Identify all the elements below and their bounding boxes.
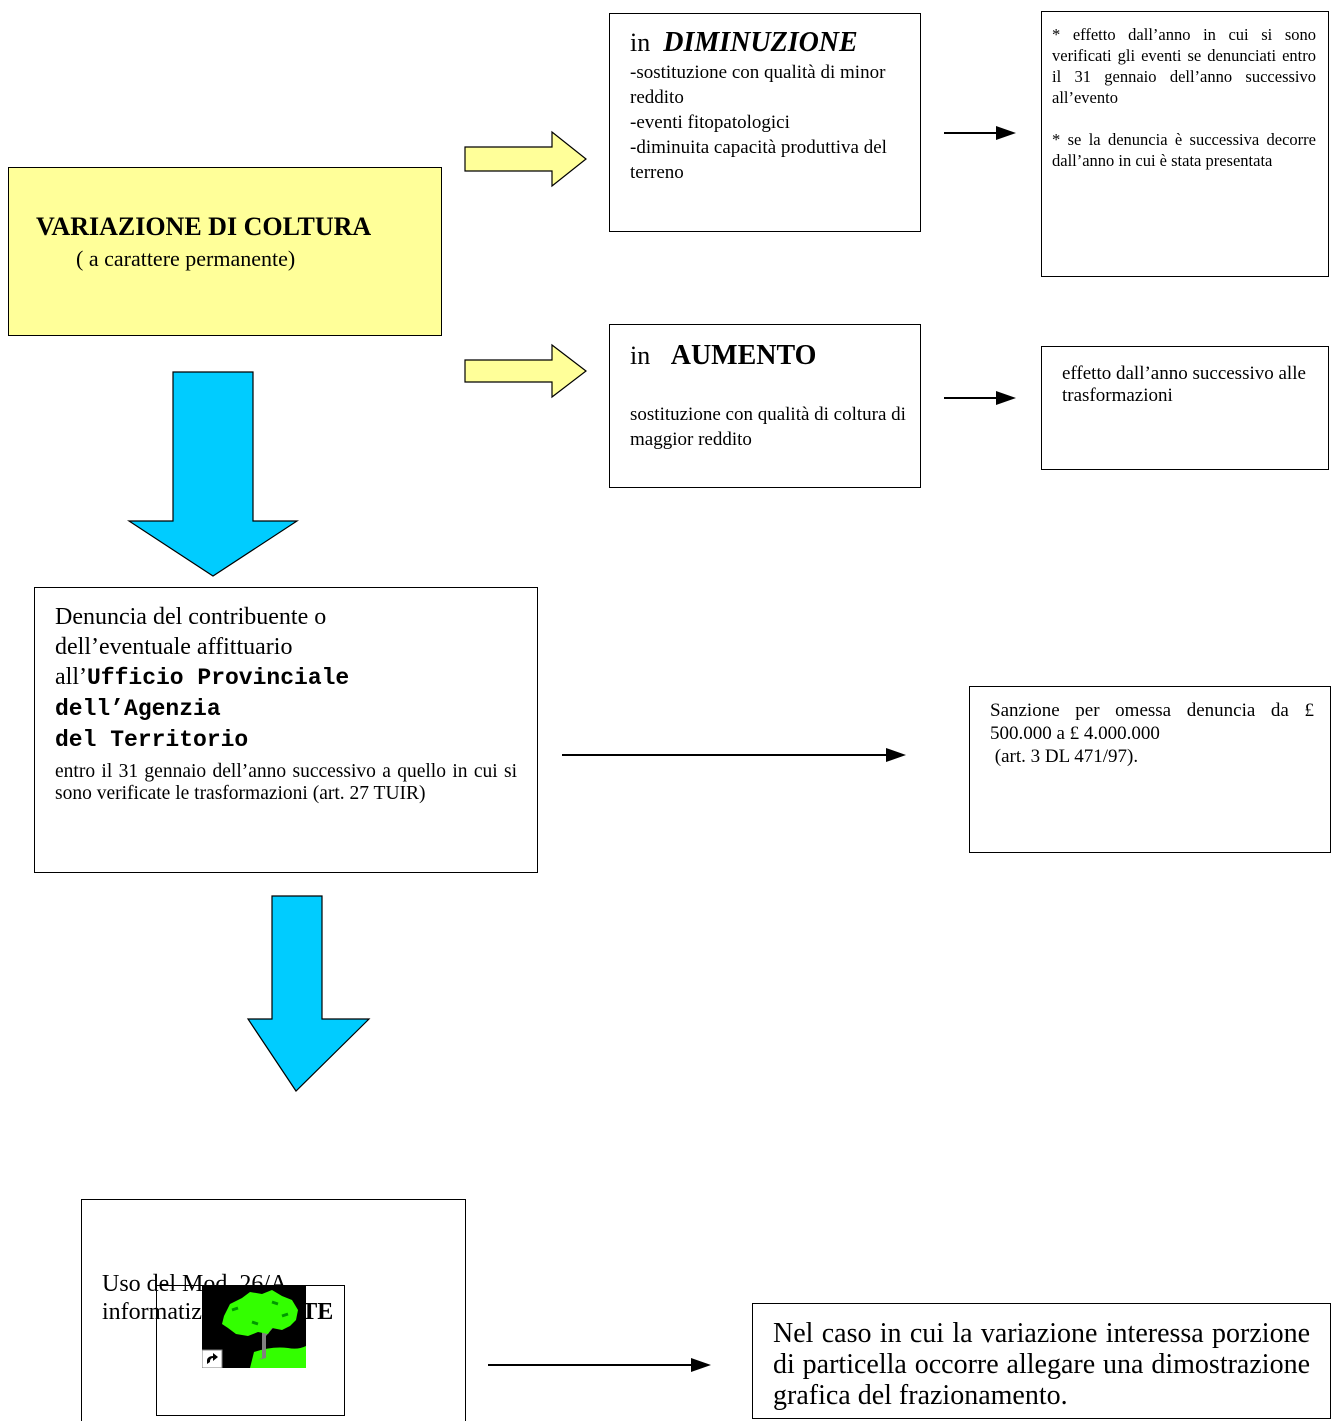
denuncia-deadline: entro il 31 gennaio dell’anno successivo… — [55, 761, 517, 804]
aumento-box: in AUMENTO sostituzione con qualità di c… — [609, 324, 921, 488]
denuncia-line-1: Denuncia del contribuente o — [55, 604, 327, 630]
diminuzione-list: -sostituzione con qualità di minor reddi… — [630, 60, 920, 185]
docte-icon-frame — [156, 1285, 345, 1416]
diminuzione-prefix: in — [630, 28, 651, 57]
denuncia-line-2: dell’eventuale affittuario — [55, 634, 293, 660]
denuncia-office-prefix: all’ — [55, 664, 87, 690]
diminuzione-item: -eventi fitopatologici — [630, 112, 790, 133]
frazionamento-box: Nel caso in cui la variazione interessa … — [752, 1303, 1331, 1419]
frazionamento-text: Nel caso in cui la variazione interessa … — [773, 1318, 1310, 1411]
yellow-arrow-aumento — [464, 343, 587, 399]
denuncia-office-line-2: dell’Agenzia — [55, 696, 221, 722]
line-arrow-sanzione — [562, 748, 906, 762]
main-subtitle: ( a carattere permanente) — [76, 246, 296, 271]
aumento-description: sostituzione con qualità di coltura di m… — [630, 404, 906, 450]
diminuzione-effect-1: * effetto dall’anno in cui si sono verif… — [1052, 25, 1316, 107]
line-arrow-diminuzione-effect — [944, 126, 1016, 140]
aumento-title: AUMENTO — [670, 340, 817, 371]
diminuzione-item: -sostituzione con qualità di minor reddi… — [630, 62, 886, 108]
blue-arrow-to-uso — [246, 895, 371, 1092]
variazione-coltura-box: VARIAZIONE DI COLTURA ( a carattere perm… — [8, 167, 442, 336]
aumento-effect-text: effetto dall’anno successivo alle trasfo… — [1062, 363, 1306, 406]
diminuzione-box: in DIMINUZIONE -sostituzione con qualità… — [609, 13, 921, 232]
sanzione-reference: (art. 3 DL 471/97). — [990, 746, 1139, 767]
denuncia-office-line-1: Ufficio Provinciale — [86, 665, 350, 691]
line-arrow-frazionamento — [488, 1358, 711, 1372]
diminuzione-heading: in DIMINUZIONE — [630, 28, 920, 58]
tree-shortcut-icon[interactable] — [202, 1286, 306, 1368]
diminuzione-title: DIMINUZIONE — [663, 27, 858, 58]
main-title: VARIAZIONE DI COLTURA — [36, 212, 372, 241]
aumento-prefix: in — [630, 341, 651, 370]
denuncia-box: Denuncia del contribuente o dell’eventua… — [34, 587, 538, 873]
diminuzione-effect-2: * se la denuncia è successiva decorre da… — [1052, 130, 1316, 170]
yellow-arrow-diminuzione — [464, 130, 587, 188]
diminuzione-effect-box: * effetto dall’anno in cui si sono verif… — [1041, 11, 1329, 277]
line-arrow-aumento-effect — [944, 391, 1016, 405]
blue-arrow-to-denuncia — [126, 371, 300, 577]
denuncia-office-line-3: del Territorio — [55, 727, 249, 753]
aumento-effect-box: effetto dall’anno successivo alle trasfo… — [1041, 346, 1329, 470]
sanzione-text: Sanzione per omessa denuncia da £ 500.00… — [990, 700, 1314, 744]
aumento-heading: in AUMENTO — [630, 341, 920, 371]
sanzione-box: Sanzione per omessa denuncia da £ 500.00… — [969, 686, 1331, 853]
diminuzione-item: -diminuita capacità produttiva del terre… — [630, 137, 887, 183]
denuncia-office: all’Ufficio Provinciale dell’Agenzia del… — [55, 662, 517, 755]
